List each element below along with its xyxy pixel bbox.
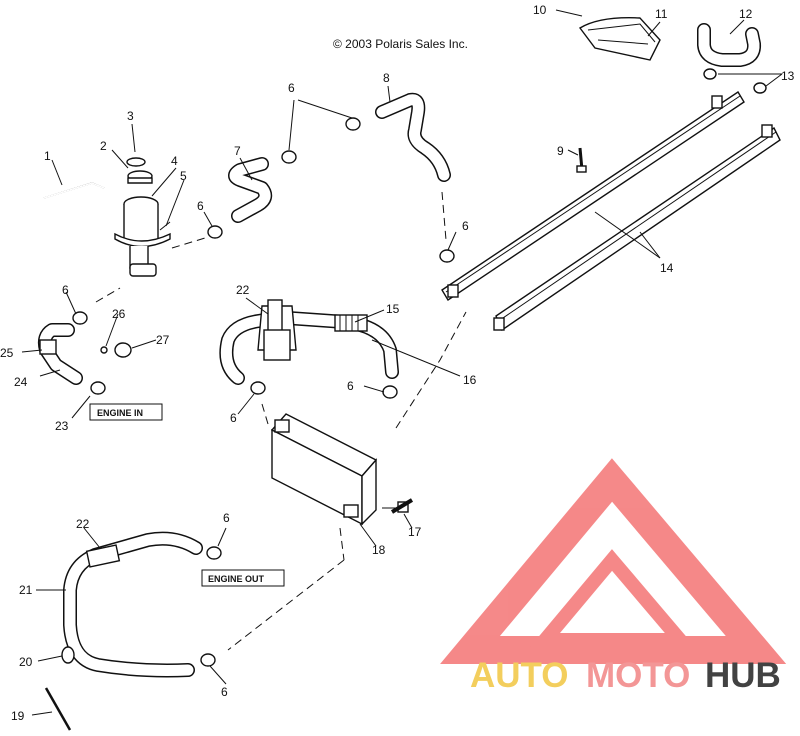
watermark-auto: AUTO (470, 656, 569, 695)
callout-16: 16 (463, 373, 477, 387)
callout-10: 10 (533, 3, 547, 17)
callout-13: 13 (781, 69, 795, 83)
callout-8: 8 (383, 71, 390, 85)
callout-12: 12 (739, 7, 753, 21)
callout-6f: 6 (462, 219, 469, 233)
part-19-strap (44, 687, 72, 731)
part-18-heat-exchanger (270, 413, 409, 526)
callout-22-upper: 22 (236, 283, 250, 297)
part-27-clamp (114, 342, 132, 358)
part-8-hose (375, 92, 451, 182)
part-4-coolant-reservoir (114, 157, 171, 277)
callout-23: 23 (55, 419, 69, 433)
callout-15: 15 (386, 302, 400, 316)
callout-25: 25 (0, 346, 14, 360)
svg-text:ENGINE IN: ENGINE IN (97, 408, 143, 418)
callout-7: 7 (234, 144, 241, 158)
callout-6d: 6 (230, 411, 237, 425)
callout-5: 5 (180, 169, 187, 183)
callout-14: 14 (660, 261, 674, 275)
callout-6h: 6 (221, 685, 228, 699)
callout-6b: 6 (197, 199, 204, 213)
callout-19: 19 (11, 709, 25, 723)
part-11-cover (578, 17, 661, 61)
engine-in-label: ENGINE IN (89, 403, 163, 421)
callout-17: 17 (408, 525, 422, 539)
part-7-hose (228, 157, 273, 223)
part-1-hex-key (43, 182, 105, 199)
callout-9: 9 (557, 144, 564, 158)
svg-text:ENGINE OUT: ENGINE OUT (208, 574, 265, 584)
callout-21: 21 (19, 583, 33, 597)
callout-26: 26 (112, 307, 126, 321)
callout-3: 3 (127, 109, 134, 123)
part-12-hose (697, 23, 762, 67)
flow-lines (95, 191, 467, 651)
copyright-text: © 2003 Polaris Sales Inc. (333, 37, 468, 51)
watermark-hub: HUB (705, 656, 781, 695)
part-24-25-hose (37, 323, 83, 385)
part-26-washer (100, 346, 108, 354)
hose-clamps (72, 68, 767, 667)
part-9-bolt (576, 147, 587, 173)
callout-1: 1 (44, 149, 51, 163)
callout-6: 6 (288, 81, 295, 95)
callout-4: 4 (171, 154, 178, 168)
callout-6g: 6 (223, 511, 230, 525)
callout-22-lower: 22 (76, 517, 90, 531)
callout-11: 11 (655, 7, 668, 21)
callout-20: 20 (19, 655, 33, 669)
callout-27: 27 (156, 333, 170, 347)
callout-6e: 6 (347, 379, 354, 393)
part-17-bleed-valve (390, 498, 414, 514)
leader-lines (21, 9, 783, 716)
part-15-16-hose-assembly (219, 299, 399, 385)
callout-6c: 6 (62, 283, 69, 297)
part-20-clamp (61, 646, 75, 664)
part-21-hose (63, 531, 203, 678)
callout-numbers: 1 2 3 4 5 6 7 8 9 10 11 12 13 14 15 16 1… (0, 3, 795, 723)
part-14-heat-exchanger-rails (441, 91, 781, 332)
callout-2: 2 (100, 139, 107, 153)
watermark-logo: AUTO MOTO HUB (440, 458, 787, 695)
engine-out-label: ENGINE OUT (201, 569, 285, 587)
watermark-moto: MOTO (586, 656, 690, 695)
callout-24: 24 (14, 375, 28, 389)
callout-18: 18 (372, 543, 386, 557)
